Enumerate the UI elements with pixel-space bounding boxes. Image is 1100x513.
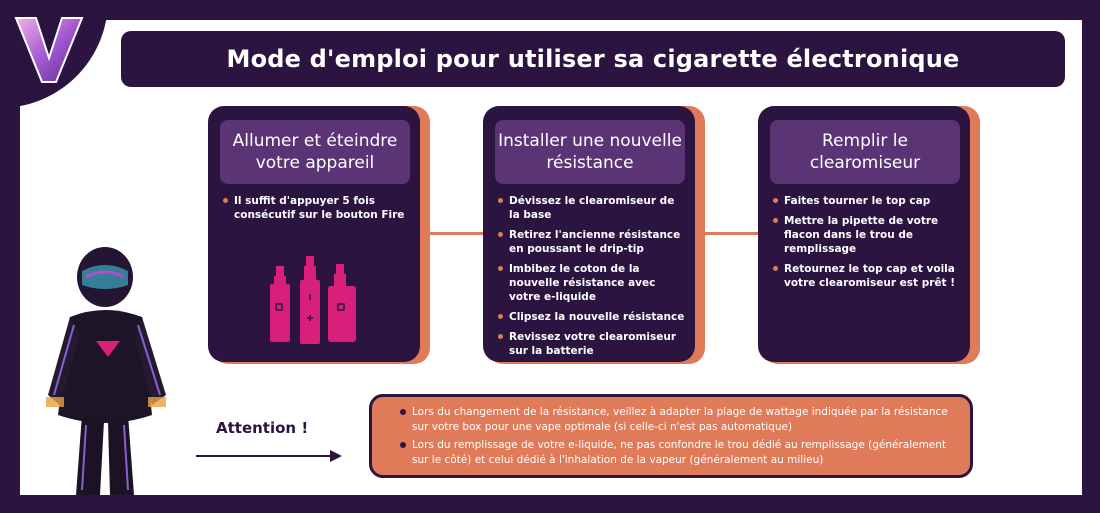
card-1-list: Il suffit d'appuyer 5 fois consécutif su… [222,194,410,228]
attention-label: Attention ! [216,419,309,437]
card-2-heading: Installer une nouvelle résistance [495,120,685,184]
card-power: Allumer et éteindre votre appareil Il su… [208,106,420,362]
connector-line-2 [700,232,764,235]
list-item: Dévissez le clearomiseur de la base [498,194,685,222]
list-item: Mettre la pipette de votre flacon dans l… [773,214,960,256]
vape-devices-icon [270,256,356,344]
list-item: Il suffit d'appuyer 5 fois consécutif su… [223,194,410,222]
v-logo-icon [14,17,84,83]
mascot-illustration [46,247,166,495]
attention-list: Lors du changement de la résistance, vei… [372,397,970,468]
card-3-list: Faites tourner le top cap Mettre la pipe… [772,194,960,296]
card-3-heading: Remplir le clearomiseur [770,120,960,184]
list-item: Imbibez le coton de la nouvelle résistan… [498,262,685,304]
card-refill: Remplir le clearomiseur Faites tourner l… [758,106,970,362]
card-coil: Installer une nouvelle résistance Déviss… [483,106,695,362]
attention-box: Lors du changement de la résistance, vei… [369,394,973,478]
list-item: Retirez l'ancienne résistance en poussan… [498,228,685,256]
card-1-heading: Allumer et éteindre votre appareil [220,120,410,184]
list-item: Retournez le top cap et voila votre clea… [773,262,960,290]
page-title: Mode d'emploi pour utiliser sa cigarette… [121,31,1065,87]
card-2-list: Dévissez le clearomiseur de la base Reti… [497,194,685,364]
list-item: Faites tourner le top cap [773,194,960,208]
list-item: Lors du remplissage de votre e-liquide, … [400,438,956,468]
list-item: Clipsez la nouvelle résistance [498,311,685,323]
list-item: Lors du changement de la résistance, vei… [400,405,956,435]
list-item: Revissez votre clearomiseur sur la batte… [498,330,685,358]
connector-line-1 [425,232,489,235]
arrow-right-icon [196,450,342,462]
